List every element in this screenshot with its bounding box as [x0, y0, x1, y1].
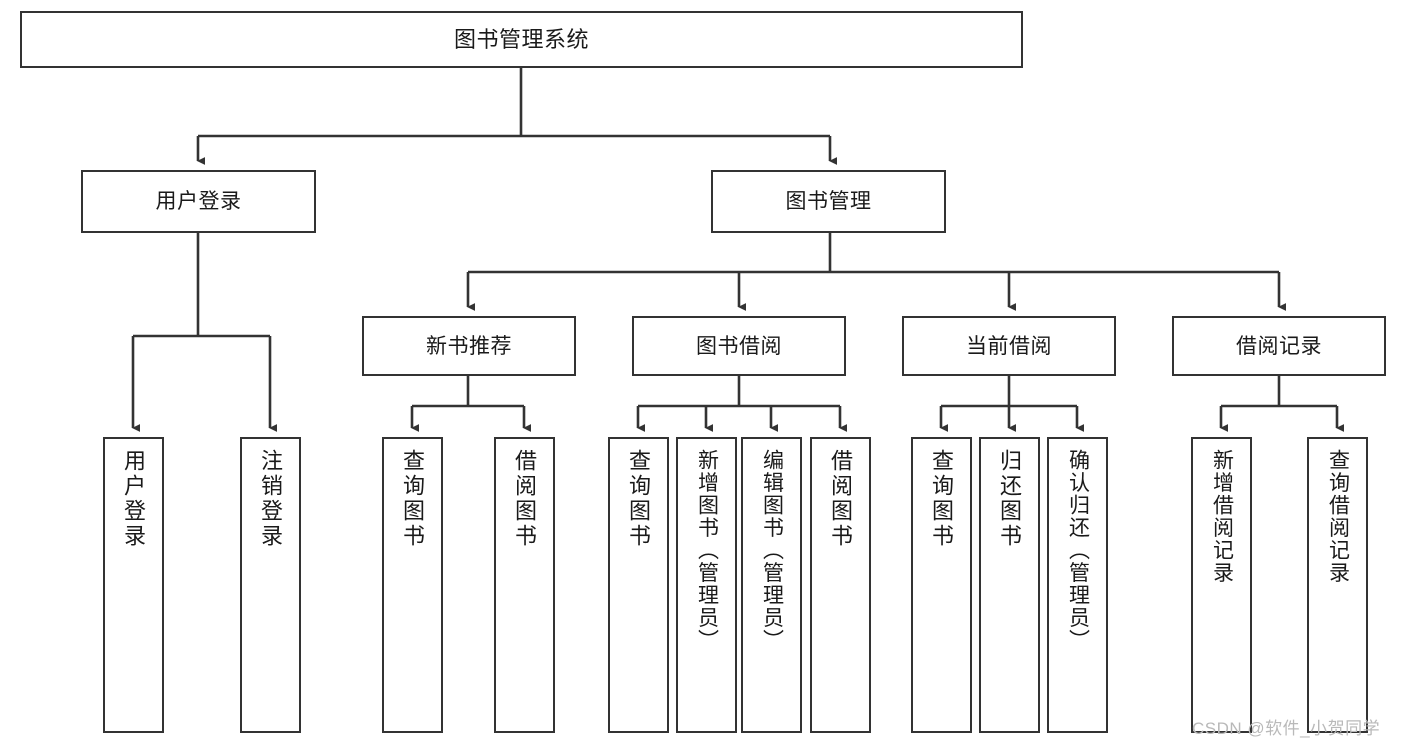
- node-leaf-borrow-book[interactable]: 借阅图书: [810, 437, 871, 733]
- node-label: 新书推荐: [426, 334, 512, 358]
- node-current-borrow[interactable]: 当前借阅: [902, 316, 1116, 376]
- node-label: 注销登录: [258, 449, 284, 549]
- node-label: 确认归还（管理员）: [1066, 449, 1090, 652]
- node-leaf-edit-book-admin[interactable]: 编辑图书（管理员）: [741, 437, 802, 733]
- node-leaf-add-book-admin[interactable]: 新增图书（管理员）: [676, 437, 737, 733]
- node-borrow-record[interactable]: 借阅记录: [1172, 316, 1386, 376]
- node-label: 图书借阅: [696, 334, 782, 358]
- node-label: 借阅图书: [828, 449, 854, 549]
- node-leaf-user-login[interactable]: 用户登录: [103, 437, 164, 733]
- node-book-management[interactable]: 图书管理: [711, 170, 946, 233]
- node-leaf-return-book[interactable]: 归还图书: [979, 437, 1040, 733]
- watermark-text: CSDN @软件_小贺同学: [1192, 719, 1381, 738]
- node-leaf-query-book-recommendation[interactable]: 查询图书: [382, 437, 443, 733]
- node-leaf-add-borrow-record[interactable]: 新增借阅记录: [1191, 437, 1252, 733]
- node-label: 用户登录: [155, 190, 242, 213]
- node-leaf-confirm-return-admin[interactable]: 确认归还（管理员）: [1047, 437, 1108, 733]
- node-label: 归还图书: [997, 449, 1023, 549]
- node-leaf-query-borrow-record[interactable]: 查询借阅记录: [1307, 437, 1368, 733]
- node-new-book-recommendation[interactable]: 新书推荐: [362, 316, 576, 376]
- node-label: 编辑图书（管理员）: [760, 449, 784, 652]
- node-label: 用户登录: [121, 449, 147, 549]
- node-label: 查询图书: [400, 449, 426, 549]
- node-leaf-query-book-current[interactable]: 查询图书: [911, 437, 972, 733]
- node-label: 查询图书: [626, 449, 652, 549]
- node-root-book-management-system[interactable]: 图书管理系统: [20, 11, 1023, 68]
- node-label: 当前借阅: [966, 334, 1052, 358]
- node-label: 查询图书: [929, 449, 955, 549]
- node-user-login[interactable]: 用户登录: [81, 170, 316, 233]
- node-label: 借阅图书: [512, 449, 538, 549]
- node-label: 图书管理系统: [453, 26, 589, 52]
- node-leaf-query-book-borrow[interactable]: 查询图书: [608, 437, 669, 733]
- node-label: 查询借阅记录: [1326, 449, 1350, 584]
- node-book-borrow[interactable]: 图书借阅: [632, 316, 846, 376]
- node-label: 新增图书（管理员）: [695, 449, 719, 652]
- node-label: 借阅记录: [1236, 334, 1322, 358]
- node-leaf-borrow-book-recommendation[interactable]: 借阅图书: [494, 437, 555, 733]
- node-label: 图书管理: [785, 190, 872, 213]
- node-label: 新增借阅记录: [1210, 449, 1234, 584]
- node-leaf-logout[interactable]: 注销登录: [240, 437, 301, 733]
